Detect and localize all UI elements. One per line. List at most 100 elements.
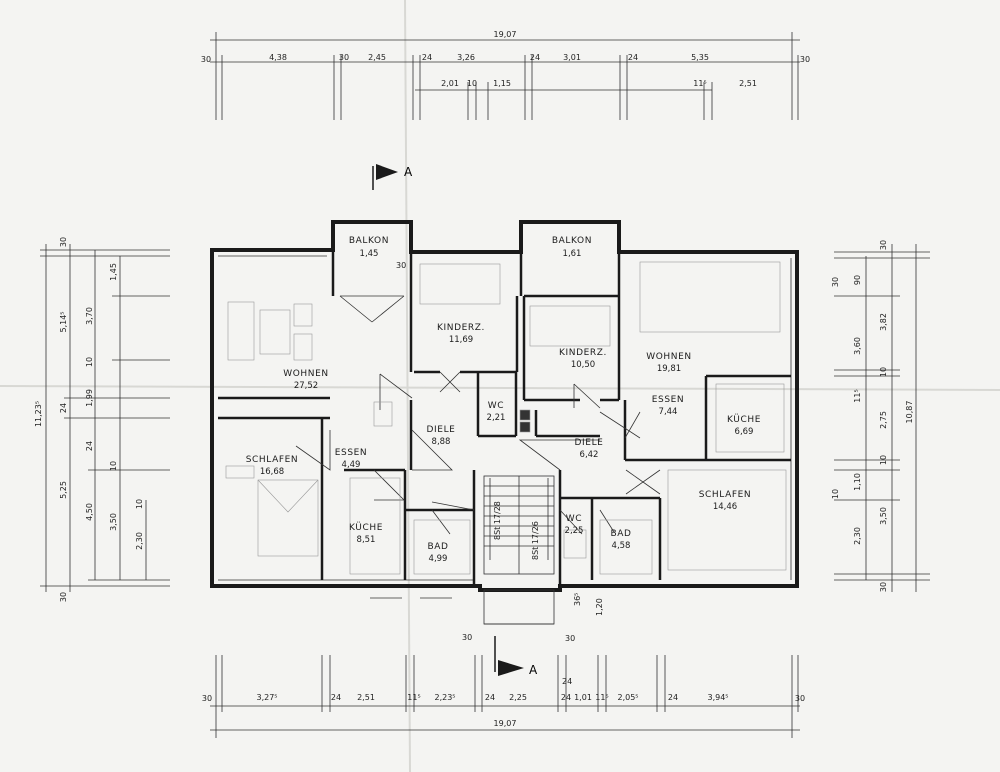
dim-left-inner-8: 10	[135, 499, 144, 509]
room-labels: BALKON 1,45 BALKON 1,61 WOHNEN 27,52 KIN…	[246, 236, 761, 564]
dim-right-inner-7: 10	[879, 455, 888, 465]
dim-left-outer-1: 11,23⁵	[34, 401, 43, 427]
furniture	[225, 261, 787, 575]
dims-right	[834, 244, 930, 592]
room-schlafen-left-name: SCHLAFEN	[246, 455, 299, 465]
room-essen-left-area: 4,49	[342, 460, 361, 470]
dim-right-outer-0: 30	[879, 240, 888, 250]
room-wc-left-name: WC	[488, 401, 504, 411]
dim-bottom-row-1: 3,27⁵	[256, 693, 277, 702]
dim-left-outer-0: 30	[59, 237, 68, 247]
dim-top-row1-5: 3,26	[457, 53, 475, 62]
dim-bottom-misc-4: 36⁵	[573, 593, 582, 606]
room-kinderz-left-area: 11,69	[449, 335, 473, 345]
dim-right-inner-9: 10	[831, 489, 840, 499]
room-balkon-left-area: 1,45	[360, 249, 379, 259]
dim-bottom-row-14: 30	[795, 694, 805, 703]
dims-left	[40, 244, 170, 592]
dim-top-row2-2: 1,15	[493, 79, 511, 88]
paper-fold-horizontal	[0, 385, 1000, 391]
room-diele-left-area: 8,88	[432, 437, 451, 447]
room-schlafen-right-area: 14,46	[713, 502, 737, 512]
room-bad-right-area: 4,58	[612, 541, 631, 551]
dim-right-outer-1: 10,87	[905, 401, 914, 424]
dim-right-inner-2: 3,82	[879, 313, 888, 331]
dim-top-row2-4: 2,51	[739, 79, 757, 88]
room-diele-right-name: DIELE	[575, 438, 604, 448]
room-wohnen-left-area: 27,52	[294, 381, 318, 391]
dim-right-inner-8: 1,10	[853, 473, 862, 491]
room-bad-left-area: 4,99	[429, 554, 448, 564]
dim-bottom-row-11: 2,05⁵	[617, 693, 638, 702]
dim-top-row1-9: 5,35	[691, 53, 709, 62]
dim-right-inner-6: 2,75	[879, 411, 888, 429]
dim-left-inner-2: 10	[85, 357, 94, 367]
dim-bottom-row-12: 24	[668, 693, 678, 702]
dim-top-row1-7: 3,01	[563, 53, 581, 62]
dim-bottom-misc-1: 30	[462, 633, 472, 642]
room-wc-right-name: WC	[566, 514, 582, 524]
room-balkon-right-name: BALKON	[552, 236, 592, 246]
dim-bottom-row-4: 11⁵	[407, 693, 420, 702]
dim-top-row1-1: 4,38	[269, 53, 287, 62]
dim-top-row1-3: 2,45	[368, 53, 386, 62]
room-balkon-left-name: BALKON	[349, 236, 389, 246]
interior-walls	[218, 250, 791, 586]
room-kueche-right-name: KÜCHE	[727, 414, 761, 425]
room-wohnen-right-name: WOHNEN	[646, 352, 692, 362]
section-marker-top: A	[372, 164, 413, 190]
room-kinderz-left-name: KINDERZ.	[437, 323, 485, 333]
dim-top-row2-1: 10	[467, 79, 477, 88]
dim-bottom-row-6: 24	[485, 693, 495, 702]
room-kinderz-right-area: 10,50	[571, 360, 595, 370]
room-schlafen-left-area: 16,68	[260, 467, 284, 477]
dim-left-inner-6: 4,50	[85, 503, 94, 521]
dim-right-inner-3: 3,60	[853, 337, 862, 355]
dim-top-row1-2: 30	[339, 53, 349, 62]
dim-right-inner-5: 10	[879, 367, 888, 377]
dim-left-outer-3: 24	[59, 403, 68, 413]
dim-right-inner-10: 3,50	[879, 507, 888, 525]
dim-top-row2-3: 11⁵	[693, 79, 706, 88]
dim-left-inner-3: 1,99	[85, 389, 94, 407]
room-wohnen-right-area: 19,81	[657, 364, 681, 374]
room-kinderz-right-name: KINDERZ.	[559, 348, 607, 358]
dim-bottom-row-8: 24	[561, 693, 571, 702]
dim-right-inner-11: 2,30	[853, 527, 862, 545]
room-essen-left-name: ESSEN	[335, 448, 368, 458]
dim-right-inner-0: 30	[831, 277, 840, 287]
stair-right-label: 8St 17/26	[531, 521, 540, 560]
room-kueche-right-area: 6,69	[735, 427, 754, 437]
dim-bottom-total: 19,07	[494, 719, 517, 728]
dim-right-inner-12: 30	[879, 582, 888, 592]
stair-left-label: 8St 17/28	[493, 501, 502, 540]
room-wc-left-area: 2,21	[487, 413, 506, 423]
room-essen-right-area: 7,44	[659, 407, 678, 417]
dim-bottom-misc-3: 24	[562, 677, 572, 686]
outer-walls	[210, 220, 799, 592]
section-label-bottom: A	[529, 663, 538, 677]
dim-right-inner-1: 90	[853, 275, 862, 285]
dim-bottom-row-13: 3,94⁵	[707, 693, 728, 702]
dim-left-outer-5: 30	[59, 592, 68, 602]
dim-bottom-row-0: 30	[202, 694, 212, 703]
room-essen-right-name: ESSEN	[652, 395, 685, 405]
dim-bottom-row-5: 2,23⁵	[434, 693, 455, 702]
dim-left-inner-5: 10	[109, 461, 118, 471]
room-bad-left-name: BAD	[427, 542, 448, 552]
room-wc-right-area: 2,25	[565, 526, 584, 536]
dim-bottom-row-7: 2,25	[509, 693, 527, 702]
dim-top-row1-6: 24	[530, 53, 540, 62]
dim-bottom-misc-2: 30	[565, 634, 575, 643]
dim-top-row1-10: 30	[800, 55, 810, 64]
dim-left-inner-7: 3,50	[109, 513, 118, 531]
room-diele-right-area: 6,42	[580, 450, 599, 460]
dim-bottom-misc-5: 1,20	[595, 598, 604, 616]
dim-top-row1-4: 24	[422, 53, 432, 62]
dim-left-inner-0: 1,45	[109, 263, 118, 281]
room-balkon-right-area: 1,61	[563, 249, 582, 259]
